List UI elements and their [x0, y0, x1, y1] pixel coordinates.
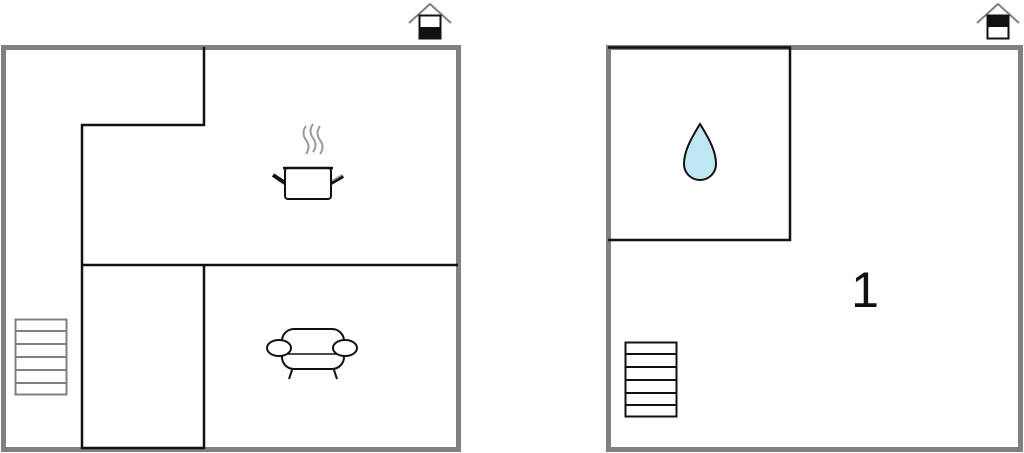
- upper-floor-outer-wall: [606, 45, 1023, 452]
- sofa-icon: [266, 328, 358, 380]
- ground-floor-outer-wall: [1, 45, 461, 452]
- upper-floor-plan: 1: [606, 2, 1023, 452]
- ground-floor-plan: [1, 2, 461, 452]
- level-indicator-upper-icon: [976, 2, 1020, 40]
- water-drop-icon: [682, 122, 718, 181]
- stairs-icon: [14, 318, 68, 396]
- stairs-icon: [624, 341, 678, 418]
- room-number-label: 1: [851, 262, 879, 318]
- level-indicator-ground-icon: [408, 2, 452, 40]
- bathroom-wall: [608, 46, 792, 242]
- cooking-pot-icon: [271, 123, 345, 200]
- ground-floor-hallway-wall: [80, 47, 206, 449]
- ground-floor-entry-wall: [82, 265, 206, 450]
